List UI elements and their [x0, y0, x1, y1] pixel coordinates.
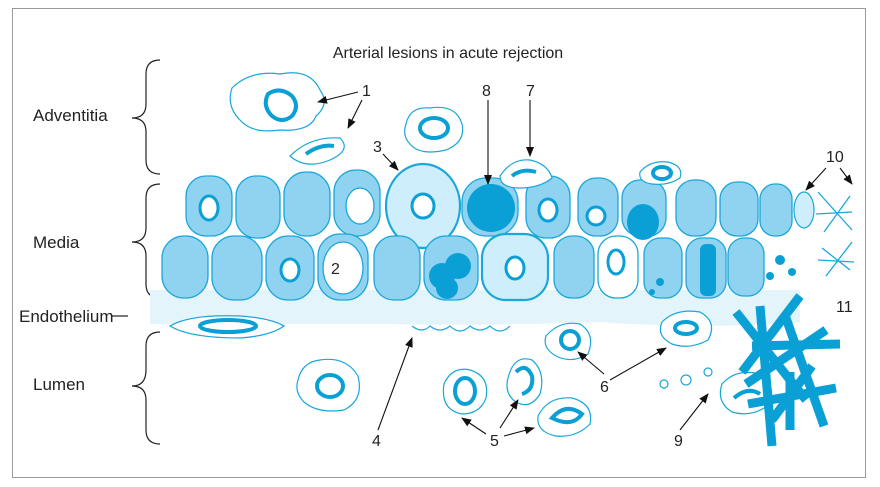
nucleus: [200, 196, 218, 220]
degenerating-cell: [794, 192, 814, 228]
lumen-cells: [297, 311, 772, 436]
arrow-5a: [462, 418, 486, 434]
platelet: [681, 375, 691, 385]
smooth-muscle-cell: [374, 236, 420, 300]
smooth-muscle-cell: [212, 236, 262, 300]
callout-10: 10: [826, 149, 844, 166]
apoptotic-fragment: [445, 253, 471, 279]
necrotic-nucleus: [467, 184, 515, 232]
adherent-lymphocyte: [545, 323, 591, 359]
adventitia-cells: [230, 73, 681, 188]
callout-9: 9: [674, 433, 683, 450]
label-adventitia: Adventitia: [33, 106, 108, 125]
platelet: [660, 380, 668, 388]
callout-6: 6: [600, 379, 609, 396]
platelet: [704, 368, 712, 376]
arrow-5c: [504, 428, 534, 436]
callout-8: 8: [482, 83, 491, 100]
smooth-muscle-cell: [720, 182, 758, 236]
monocyte: [297, 359, 360, 411]
adventitia-brace: [132, 60, 160, 174]
arrow-6a: [578, 352, 604, 374]
callout-5: 5: [490, 433, 499, 450]
nucleus: [539, 199, 557, 221]
granule: [649, 289, 655, 295]
smooth-muscle-cell: [236, 176, 280, 238]
label-endothelium: Endothelium: [19, 307, 114, 326]
callout-1: 1: [362, 83, 371, 100]
arrow-9: [680, 394, 708, 430]
nucleus: [412, 194, 434, 218]
macrophage: [230, 73, 324, 131]
arrow-4: [378, 338, 412, 430]
nucleus: [587, 207, 605, 225]
necrotic-nucleus: [627, 204, 659, 240]
smooth-muscle-cell: [760, 184, 792, 236]
smooth-muscle-cell: [162, 236, 208, 298]
vacuole: [346, 188, 374, 224]
arrow-3: [383, 154, 398, 170]
diagram-title: Arterial lesions in acute rejection: [333, 45, 563, 62]
callout-4: 4: [372, 433, 381, 450]
arrow-6b: [610, 348, 666, 380]
arrow-1b: [348, 100, 362, 128]
granule: [775, 255, 785, 265]
smooth-muscle-cell: [284, 172, 330, 236]
monocyte: [538, 398, 591, 436]
media-brace: [132, 184, 160, 298]
callout-2: 2: [331, 261, 340, 278]
nucleus: [506, 257, 524, 279]
neutrophil: [507, 359, 542, 405]
lymphocyte-nucleus: [608, 250, 624, 274]
callout-11: 11: [836, 299, 853, 316]
arrow-5b: [500, 400, 518, 428]
label-media: Media: [33, 233, 80, 252]
label-lumen: Lumen: [33, 375, 85, 394]
smooth-muscle-cell: [676, 180, 716, 236]
fibroblast: [290, 138, 344, 164]
vacuole: [323, 242, 363, 294]
callout-7: 7: [526, 83, 535, 100]
arrow-10a: [806, 168, 826, 190]
nucleus: [281, 259, 299, 281]
granule: [788, 268, 796, 276]
lymphocyte: [405, 107, 463, 152]
smooth-muscle-cell: [728, 238, 764, 296]
lymphocyte: [443, 369, 486, 414]
dark-nucleus: [700, 244, 716, 296]
arrow-10b: [840, 168, 852, 184]
callout-3: 3: [373, 139, 382, 156]
smooth-muscle-cell: [644, 238, 682, 298]
apoptotic-fragment: [436, 277, 458, 299]
swollen-endothelium: [412, 326, 510, 331]
lumen-brace: [132, 332, 160, 444]
fibrin-strands: [816, 192, 854, 276]
smooth-muscle-cell: [554, 236, 594, 298]
granule: [656, 278, 664, 286]
adherent-lymphocyte: [660, 311, 711, 346]
granule: [766, 272, 774, 280]
